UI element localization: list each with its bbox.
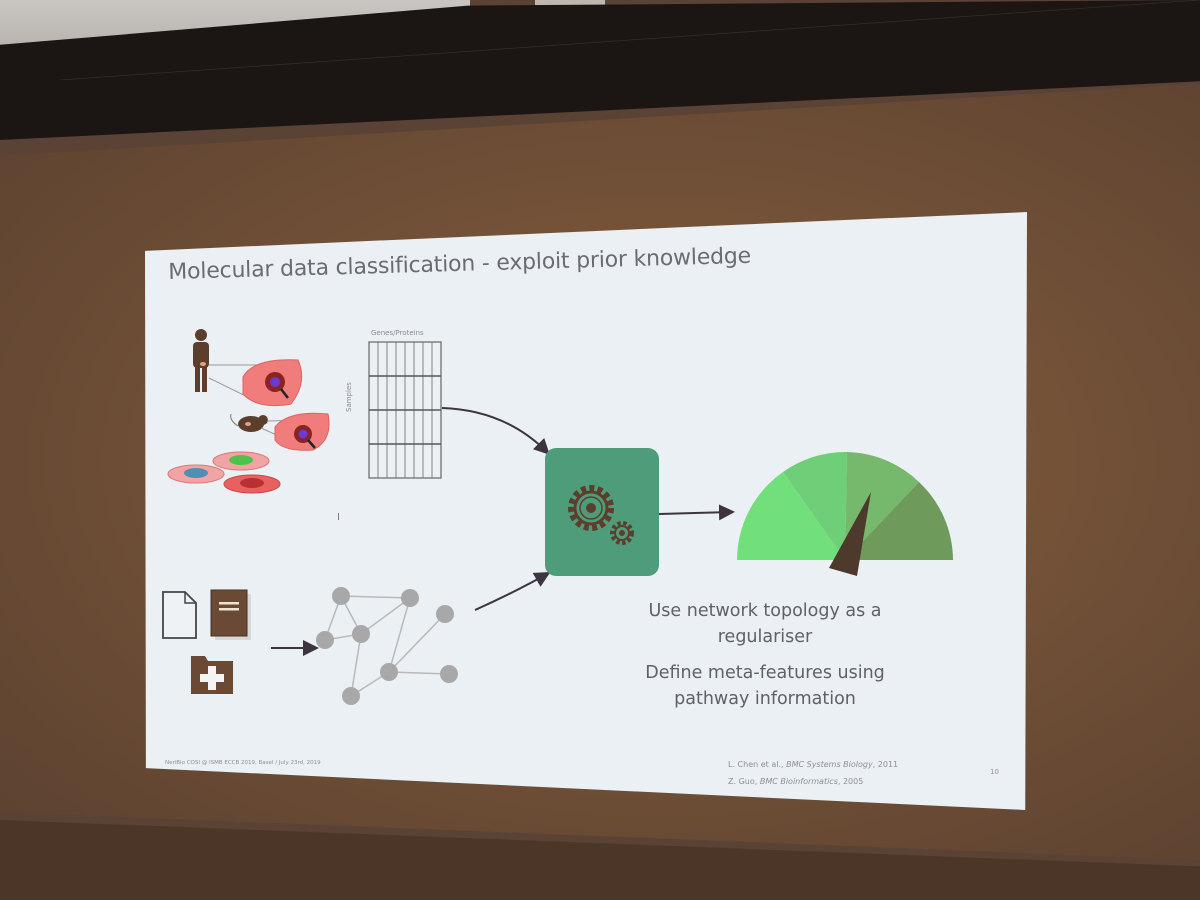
reference-1: L. Chen et al., BMC Systems Biology, 201… <box>728 760 899 769</box>
human-icon <box>193 329 209 392</box>
knowledge-sources-icons <box>162 589 251 694</box>
bullet-meta-features: Define meta-features using pathway infor… <box>645 663 885 709</box>
gears-icon <box>568 485 634 545</box>
gauge-needle <box>829 492 871 576</box>
gauge-icon <box>737 451 953 576</box>
matrix-column-label: Genes/Proteins <box>371 329 424 337</box>
text-cursor-icon: I <box>337 512 340 523</box>
slide-footer: NeriBio COSI @ ISMB ECCB 2019, Basel / J… <box>165 760 321 766</box>
bullet-network-topology: Use network topology as a regulariser <box>648 601 882 647</box>
biological-sources-illustration <box>167 329 330 494</box>
classifier-engine-box <box>545 448 659 576</box>
pathway-network-graph <box>316 587 458 705</box>
tissue-sample-icon-2 <box>274 412 330 451</box>
mouse-icon <box>230 413 268 432</box>
flow-arrows <box>271 407 735 656</box>
tissue-sample-icon <box>242 359 303 407</box>
reference-2: Z. Guo, BMC Bioinformatics, 2005 <box>728 777 864 786</box>
slide-bullets: Use network topology as a regulariser De… <box>615 598 915 722</box>
book-icon <box>210 589 251 640</box>
document-icon <box>162 591 197 639</box>
medical-folder-icon <box>191 656 233 694</box>
projected-slide: Molecular data classification - exploit … <box>145 212 1027 810</box>
beam-edge-line <box>60 0 1200 80</box>
page-number: 10 <box>990 768 999 776</box>
petri-dish-icon <box>167 451 281 494</box>
data-matrix-grid <box>368 341 442 479</box>
references: L. Chen et al., BMC Systems Biology, 201… <box>728 756 898 790</box>
network-nodes <box>316 587 458 705</box>
